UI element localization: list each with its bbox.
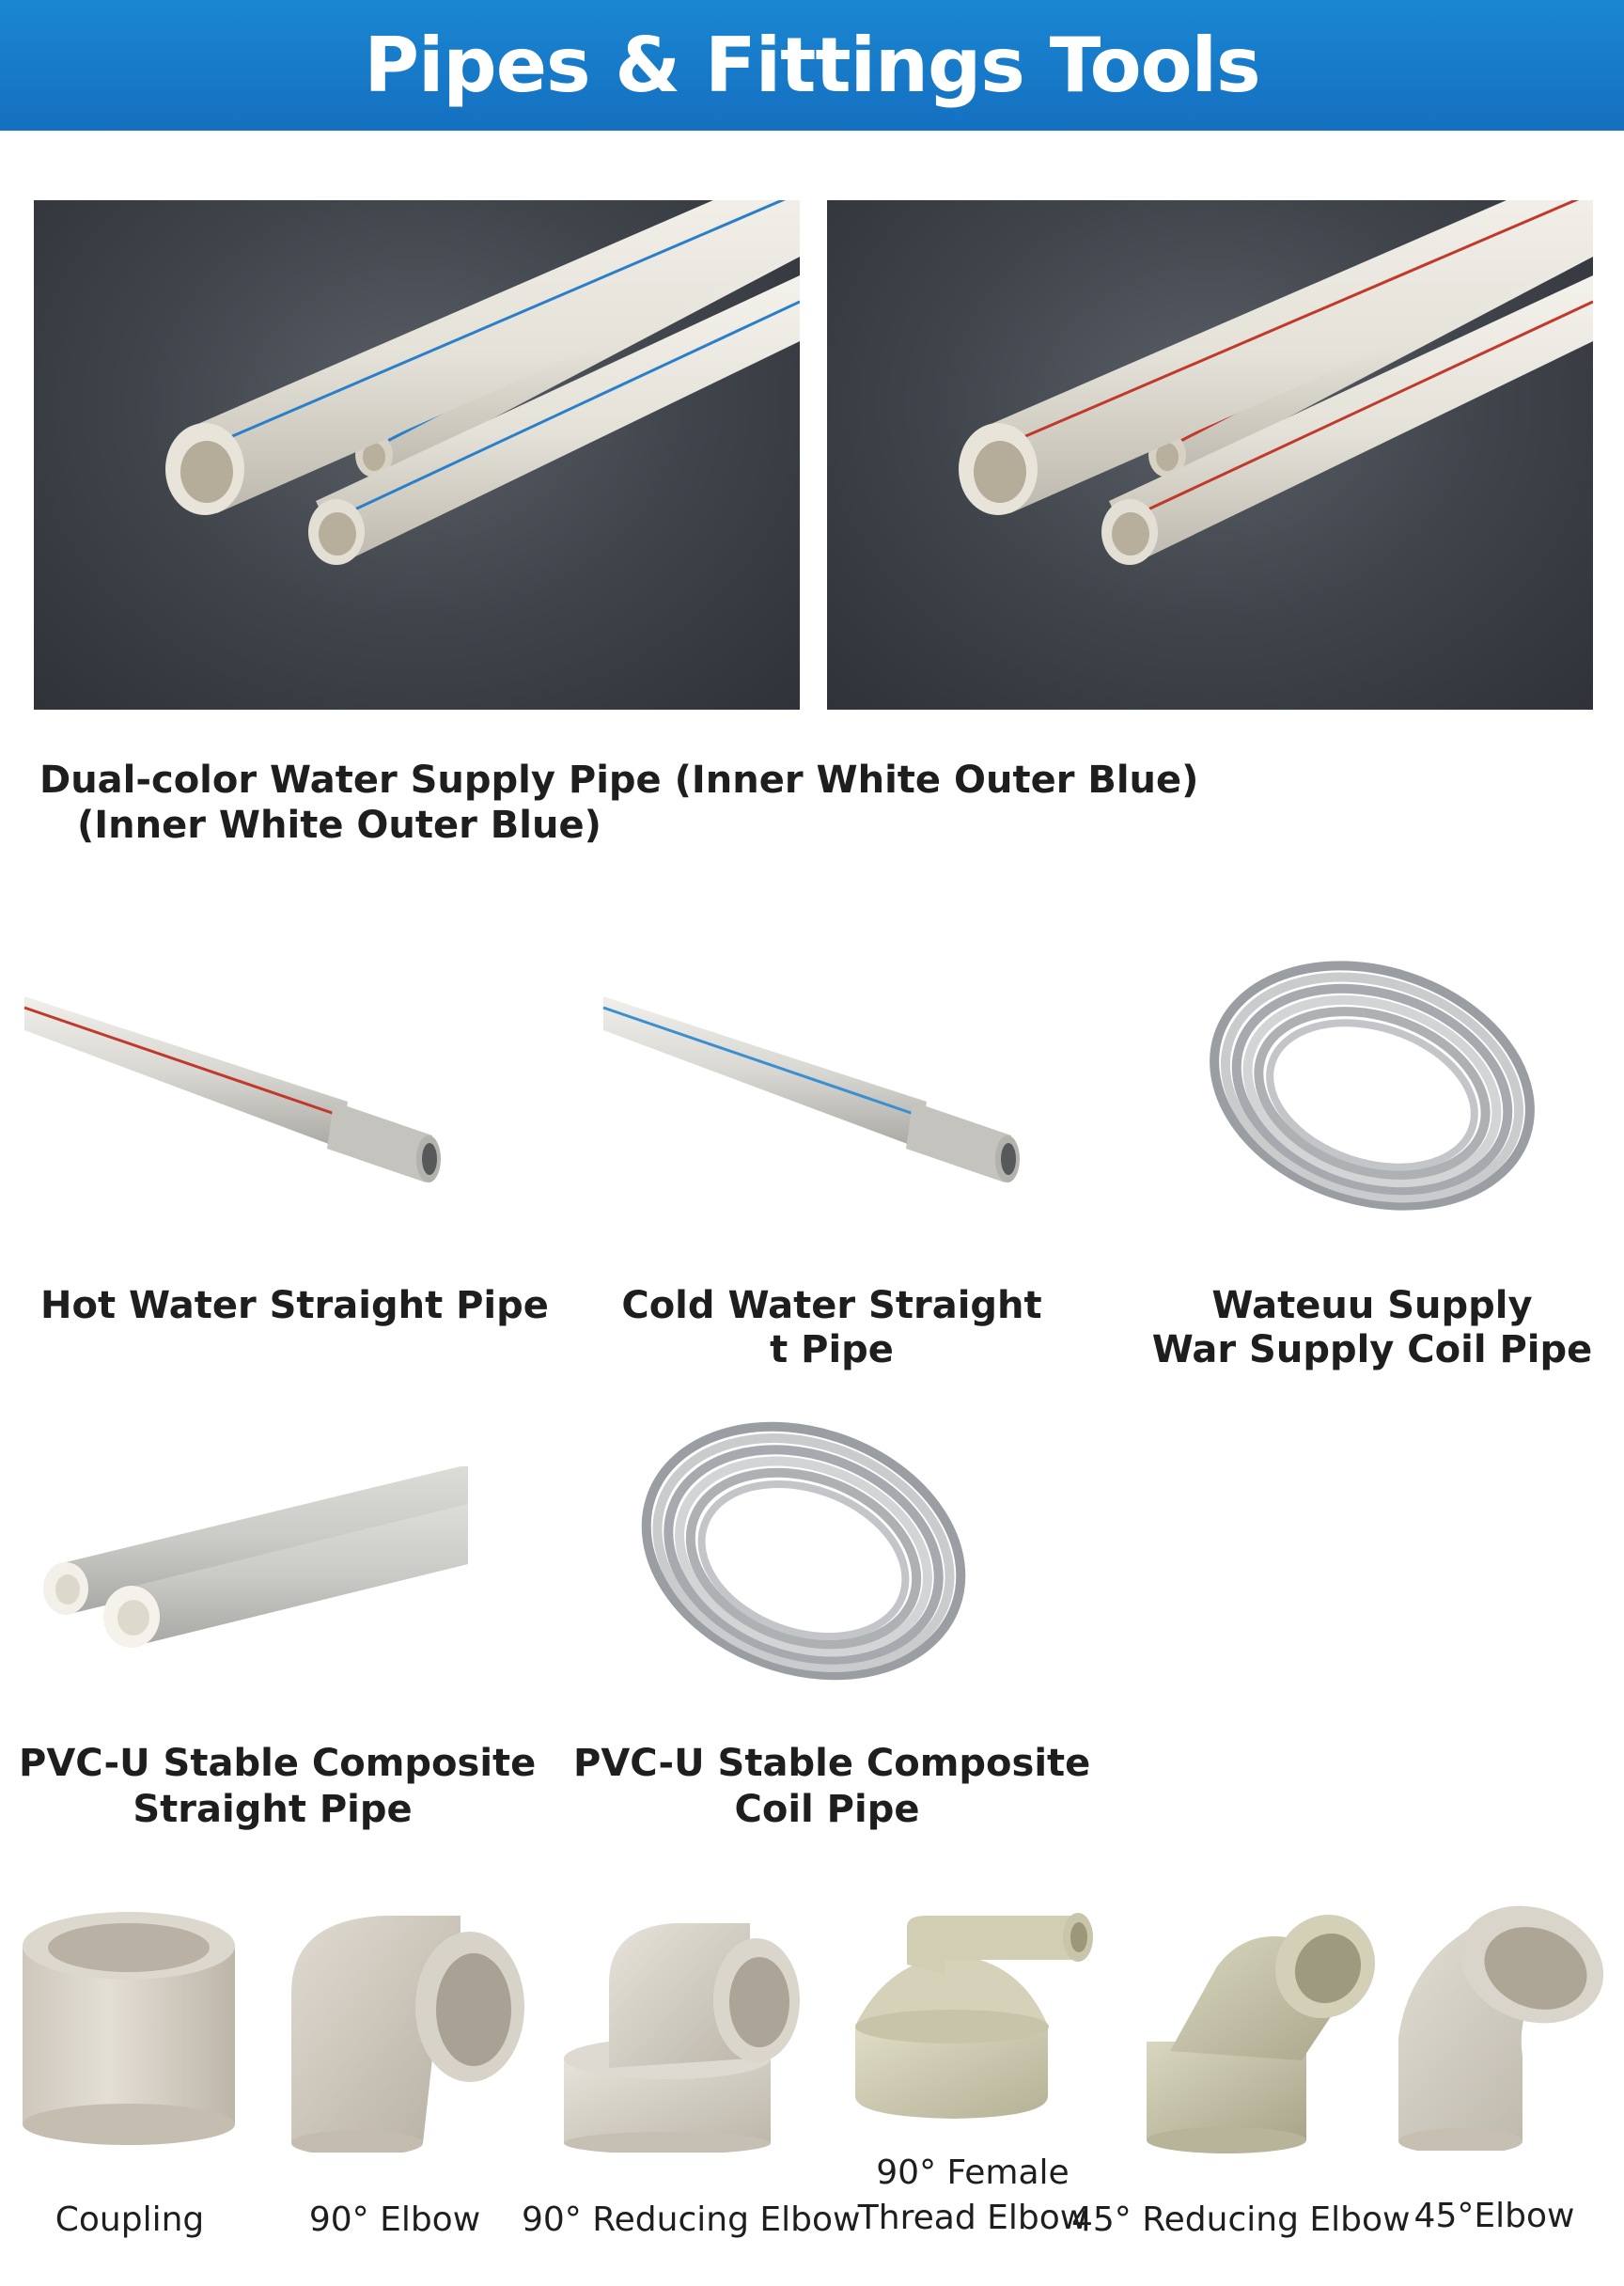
reducing-elbow-45-icon — [1142, 1910, 1386, 2154]
cold-water-pipe-image — [601, 996, 1034, 1184]
fitting-label-90-elbow: 90° Elbow — [308, 2200, 481, 2239]
hero-photo-blue-stripe — [34, 200, 800, 710]
pvc-straight-pipe-caption-line1: PVC-U Stable Composite — [19, 1742, 537, 1785]
cold-water-pipe-caption-line2: t Pipe — [770, 1328, 894, 1371]
cold-water-pipe-caption-line1: Cold Water Straight — [621, 1284, 1042, 1327]
coil-pipe-caption-line1: Wateuu Supply — [1211, 1284, 1533, 1327]
pvc-straight-pipe-caption-line2: Straight Pipe — [133, 1788, 413, 1831]
elbow-45-icon — [1391, 1897, 1616, 2151]
fitting-label-45-reducing-elbow: 45° Reducing Elbow — [1071, 2200, 1411, 2239]
pvc-coil-pipe-caption-line2: Coil Pipe — [734, 1788, 920, 1831]
reducing-elbow-90-icon — [562, 1918, 816, 2153]
page-title: Pipes & Fittings Tools — [364, 21, 1260, 109]
header-banner: Pipes & Fittings Tools — [0, 0, 1624, 131]
coil-pipe-caption-line2: War Supply Coil Pipe — [1151, 1328, 1593, 1371]
hero-caption-line1: Dual-color Water Supply Pipe (Inner Whit… — [39, 759, 1199, 802]
hero-photo-red-stripe — [827, 200, 1593, 710]
hero-caption-line2: (Inner White Outer Blue) — [77, 804, 601, 847]
fitting-label-coupling: Coupling — [55, 2200, 205, 2239]
fitting-label-45-elbow: 45°Elbow — [1413, 2197, 1575, 2235]
pvc-u-straight-pipe-image — [38, 1466, 479, 1673]
water-supply-coil-pipe-image — [1194, 949, 1551, 1231]
hot-water-pipe-caption: Hot Water Straight Pipe — [40, 1284, 549, 1327]
pvc-u-coil-pipe-image — [625, 1410, 982, 1701]
female-thread-elbow-icon — [851, 1908, 1095, 2124]
pipes-red-stripe-image — [959, 200, 1593, 565]
pvc-coil-pipe-caption-line1: PVC-U Stable Composite — [573, 1742, 1091, 1785]
fitting-label-female-thread-line2: Thread Elbow — [857, 2199, 1088, 2237]
elbow-90-icon — [282, 1908, 526, 2153]
coupling-icon — [17, 1908, 242, 2153]
hot-water-pipe-image — [19, 996, 451, 1184]
fitting-label-female-thread-line1: 90° Female — [876, 2153, 1070, 2192]
fitting-label-90-reducing-elbow: 90° Reducing Elbow — [522, 2200, 861, 2239]
pipes-blue-stripe-image — [165, 200, 800, 565]
